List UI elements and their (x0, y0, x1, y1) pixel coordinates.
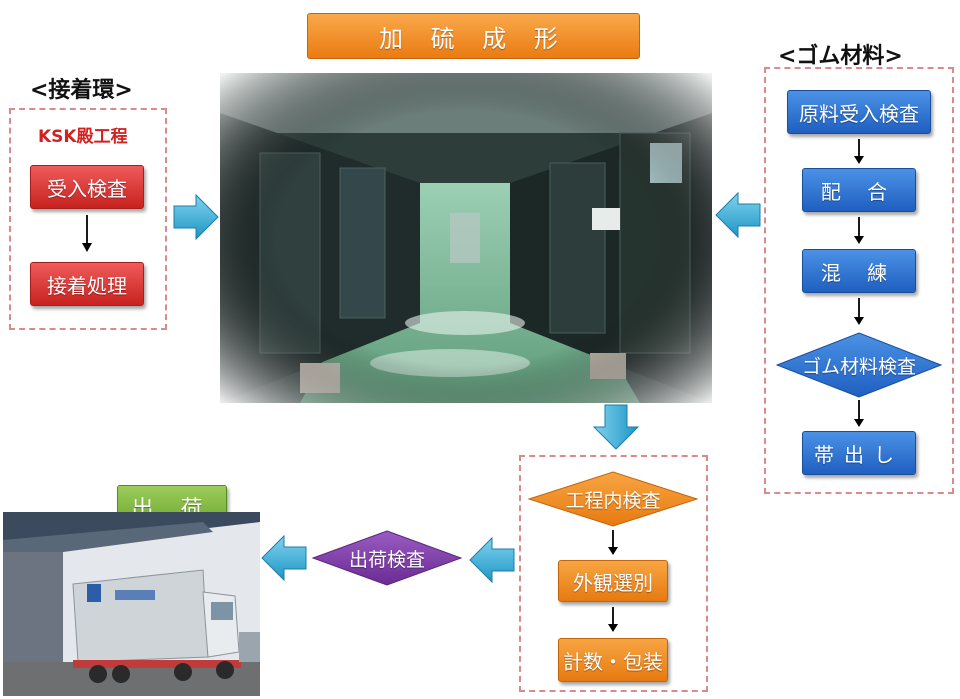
step-kneading: 混 練 (802, 249, 916, 293)
step-raw-material-inspection: 原料受入検査 (787, 90, 931, 134)
step-count-packaging: 計数・包装 (558, 638, 668, 682)
diamond-shipping-inspection (311, 530, 463, 586)
arrow-left-to-truck (261, 534, 307, 582)
step-strip-out: 帯出し (802, 431, 916, 475)
left-subheading: KSK殿工程 (38, 127, 128, 147)
arrow-left-bottom-to-ship-inspection (469, 536, 515, 584)
diamond-rubber-inspection (775, 332, 943, 398)
step-shipping-inspection: 出荷検査 (348, 548, 425, 571)
step-compounding: 配 合 (802, 168, 916, 212)
left-heading: <接着環> (30, 78, 133, 103)
truck-photo (3, 512, 260, 696)
step-rubber-material-inspection: ゴム材料検査 (801, 355, 916, 378)
step-visual-sorting: 外観選別 (558, 560, 668, 602)
bottom-group-frame (519, 455, 708, 692)
arrow-down-photo-to-bottom (592, 404, 640, 450)
arrow-right-left-to-photo (173, 193, 219, 241)
arrow-left-right-to-photo (715, 191, 761, 239)
step-in-process-inspection: 工程内検査 (565, 489, 661, 512)
left-group-frame (9, 108, 167, 330)
diamond-in-process-inspection (527, 471, 699, 527)
factory-floor-photo (220, 73, 712, 403)
step-bonding-treatment: 接着処理 (30, 262, 144, 306)
right-heading: <ゴム材料> (778, 44, 903, 69)
process-title: 加 硫 成 形 (307, 13, 640, 59)
step-receiving-inspection: 受入検査 (30, 165, 144, 209)
right-group-frame (764, 67, 954, 494)
